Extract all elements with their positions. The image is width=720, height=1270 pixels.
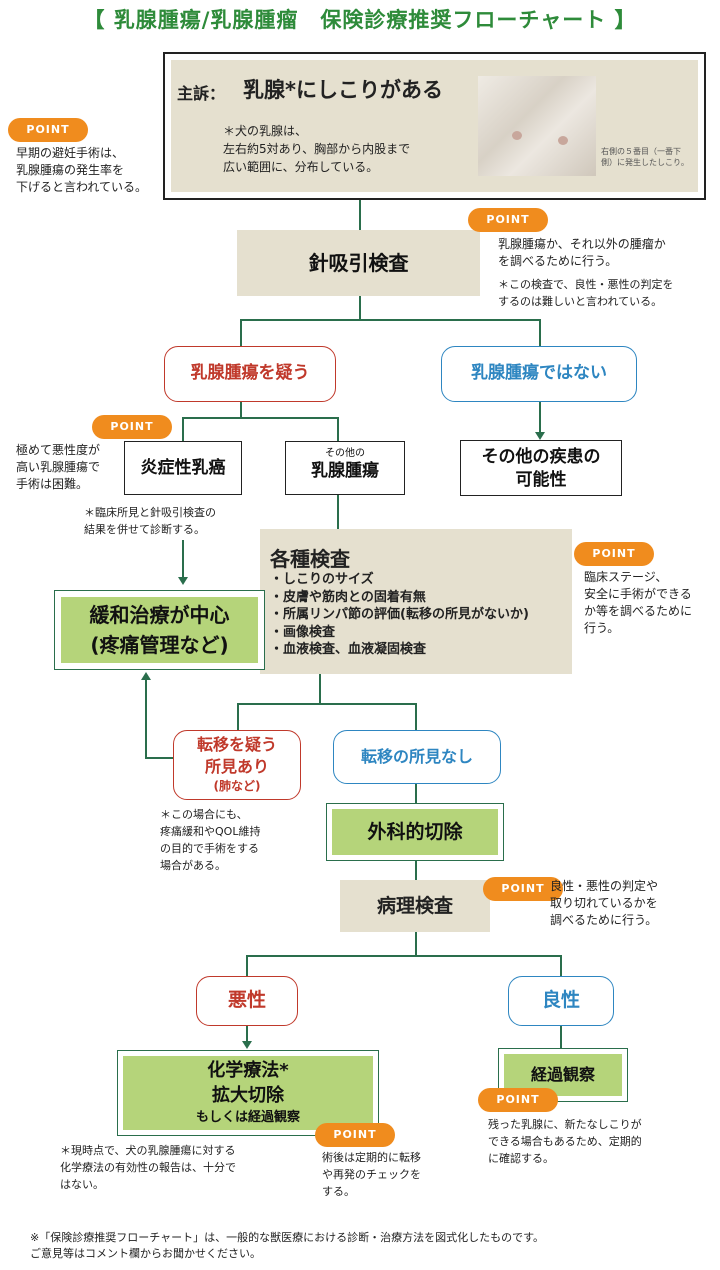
metastasis-suspected-node: 転移を疑う 所見あり (肺など) bbox=[173, 730, 301, 800]
tests-item: ・画像検査 bbox=[270, 624, 336, 640]
other-tumor-node: その他の 乳腺腫瘍 bbox=[285, 441, 405, 495]
chemo-line1: 化学療法* bbox=[207, 1060, 289, 1081]
nipple-mark bbox=[558, 136, 568, 145]
benign-node: 良性 bbox=[508, 976, 614, 1026]
chemo-note: ＊現時点で、犬の乳腺腫瘍に対する 化学療法の有効性の報告は、十分で はない。 bbox=[60, 1144, 236, 1191]
photo-caption: 右側の５番目（一番下 側）に発生したしこり。 bbox=[601, 147, 689, 167]
metastasis-line1: 転移を疑う bbox=[196, 735, 277, 754]
photo-belly bbox=[478, 76, 596, 176]
inflammatory-cancer-node: 炎症性乳癌 bbox=[124, 441, 242, 495]
observe-box: 経過観察 bbox=[498, 1048, 628, 1102]
metastasis-line3: (肺など) bbox=[213, 779, 261, 793]
malignant-node: 悪性 bbox=[196, 976, 298, 1026]
page-title: 【 乳腺腫瘍/乳腺腫瘤 保険診療推奨フローチャート 】 bbox=[83, 8, 637, 32]
other-disease-line1: その他の疾患の bbox=[481, 447, 601, 467]
other-tumor-label: 乳腺腫瘍 bbox=[311, 461, 379, 481]
point-note-tests: 臨床ステージ、 安全に手術ができる か等を調べるために 行う。 bbox=[584, 570, 693, 635]
metastasis-line2: 所見あり bbox=[204, 757, 269, 776]
point-note-observe: 残った乳腺に、新たなしこりが できる場合もあるため、定期的 に確認する。 bbox=[488, 1118, 642, 1165]
point-badge: POINT bbox=[8, 118, 88, 142]
metastasis-note: ＊この場合にも、 疼痛緩和やQOL維持 の目的で手術をする 場合がある。 bbox=[160, 808, 261, 872]
chemo-line3: もしくは経過観察 bbox=[195, 1110, 300, 1125]
no-metastasis-node: 転移の所見なし bbox=[333, 730, 501, 784]
other-tumor-small: その他の bbox=[325, 448, 365, 459]
other-disease-node: その他の疾患の 可能性 bbox=[460, 440, 622, 496]
palliative-fill: 緩和治療が中心 (疼痛管理など) bbox=[61, 597, 258, 663]
point-note-inflammatory: 極めて悪性度が 高い乳腺腫瘍で 手術は困難。 bbox=[16, 443, 101, 491]
point-badge: POINT bbox=[468, 208, 548, 232]
point-badge: POINT bbox=[574, 542, 654, 566]
point-note-pathology: 良性・悪性の判定や 取り切れているかを 調べるために行う。 bbox=[550, 879, 659, 927]
point-badge: POINT bbox=[483, 877, 563, 901]
tests-item: ・皮膚や筋肉との固着有無 bbox=[270, 589, 426, 605]
chief-note: ＊犬の乳腺は、 左右約5対あり、胸部から内股まで 広い範囲に、分布している。 bbox=[223, 124, 411, 174]
palliative-line1: 緩和治療が中心 bbox=[89, 603, 230, 627]
tests-box: 各種検査 ・しこりのサイズ ・皮膚や筋肉との固着有無 ・所属リンパ節の評価(転移… bbox=[260, 529, 572, 674]
other-disease-line2: 可能性 bbox=[515, 470, 567, 490]
tests-list: ・しこりのサイズ ・皮膚や筋肉との固着有無 ・所属リンパ節の評価(転移の所見がな… bbox=[270, 571, 529, 659]
chemo-fill: 化学療法* 拡大切除 もしくは経過観察 bbox=[123, 1056, 373, 1130]
clinical-note: ＊臨床所見と針吸引検査の 結果を併せて診断する。 bbox=[84, 506, 216, 536]
not-tumor-node: 乳腺腫瘍ではない bbox=[441, 346, 637, 402]
point-badge: POINT bbox=[315, 1123, 395, 1147]
tests-item: ・しこりのサイズ bbox=[270, 572, 374, 587]
suspect-tumor-node: 乳腺腫瘍を疑う bbox=[164, 346, 336, 402]
chemo-line2: 拡大切除 bbox=[212, 1085, 284, 1106]
palliative-line2: (疼痛管理など) bbox=[90, 633, 229, 657]
point-note-needle: 乳腺腫瘍か、それ以外の腫瘤か を調べるために行う。 bbox=[498, 237, 666, 268]
chief-complaint-box: 主訴： 乳腺*にしこりがある ＊犬の乳腺は、 左右約5対あり、胸部から内股まで … bbox=[163, 52, 706, 200]
needle-aspiration-box: 針吸引検査 bbox=[237, 230, 480, 296]
chief-label: 主訴： bbox=[177, 84, 226, 103]
chemo-box: 化学療法* 拡大切除 もしくは経過観察 bbox=[117, 1050, 379, 1136]
palliative-box: 緩和治療が中心 (疼痛管理など) bbox=[54, 590, 265, 670]
point-note-spay: 早期の避妊手術は、 乳腺腫瘍の発生率を 下げると言われている。 bbox=[16, 146, 148, 194]
point-note-chemo: 術後は定期的に転移 や再発のチェックを する。 bbox=[322, 1151, 421, 1198]
surgery-box: 外科的切除 bbox=[326, 803, 504, 861]
tests-item: ・血液検査、血液凝固検査 bbox=[270, 642, 427, 657]
tests-title: 各種検査 bbox=[270, 547, 350, 571]
chief-main: 乳腺*にしこりがある bbox=[243, 78, 443, 102]
footer-note: ※「保険診療推奨フローチャート」は、一般的な獣医療における診断・治療方法を図式化… bbox=[30, 1231, 545, 1260]
point-badge: POINT bbox=[478, 1088, 558, 1112]
chief-complaint-panel: 主訴： 乳腺*にしこりがある ＊犬の乳腺は、 左右約5対あり、胸部から内股まで … bbox=[171, 60, 698, 192]
nipple-mark bbox=[512, 131, 522, 140]
observe-fill: 経過観察 bbox=[504, 1054, 622, 1096]
point-note-needle-2: ＊この検査で、良性・悪性の判定を するのは難しいと言われている。 bbox=[498, 278, 674, 308]
surgery-fill: 外科的切除 bbox=[332, 809, 498, 855]
pathology-box: 病理検査 bbox=[340, 880, 490, 932]
tests-item: ・所属リンパ節の評価(転移の所見がないか) bbox=[270, 607, 529, 622]
point-badge: POINT bbox=[92, 415, 172, 439]
